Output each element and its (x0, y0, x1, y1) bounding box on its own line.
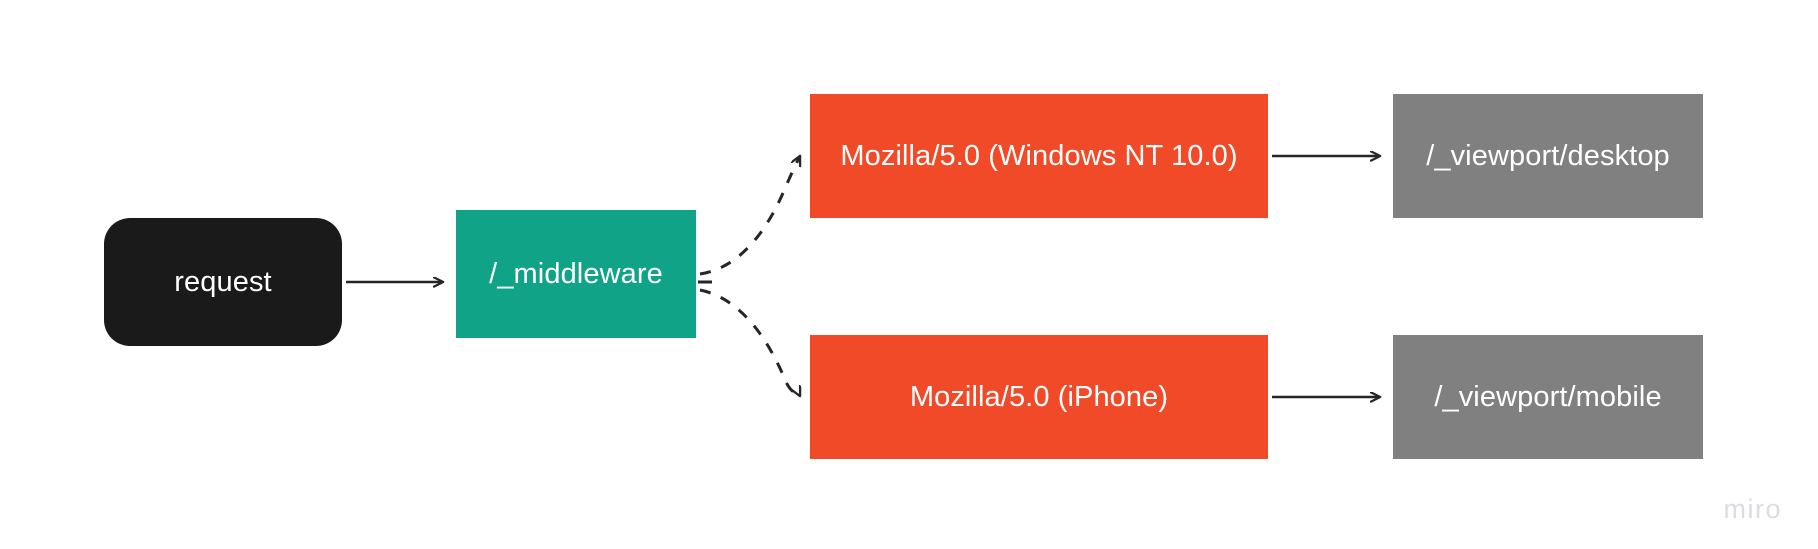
edge-middleware-to-ua-desktop (699, 156, 802, 276)
node-middleware[interactable]: /_middleware (456, 210, 696, 338)
node-viewport-desktop-label: /_viewport/desktop (1426, 139, 1670, 172)
node-viewport-mobile[interactable]: /_viewport/mobile (1393, 335, 1703, 459)
node-request-label: request (174, 265, 272, 298)
miro-watermark: miro (1723, 494, 1782, 524)
node-viewport-mobile-label: /_viewport/mobile (1434, 380, 1662, 413)
node-user-agent-desktop-label: Mozilla/5.0 (Windows NT 10.0) (840, 139, 1238, 172)
node-middleware-label: /_middleware (489, 257, 663, 290)
node-viewport-desktop[interactable]: /_viewport/desktop (1393, 94, 1703, 218)
edge-middleware-to-ua-mobile (699, 288, 802, 396)
node-request[interactable]: request (104, 218, 342, 346)
node-user-agent-mobile-label: Mozilla/5.0 (iPhone) (909, 380, 1169, 413)
node-user-agent-mobile[interactable]: Mozilla/5.0 (iPhone) (810, 335, 1268, 459)
node-user-agent-desktop[interactable]: Mozilla/5.0 (Windows NT 10.0) (810, 94, 1268, 218)
